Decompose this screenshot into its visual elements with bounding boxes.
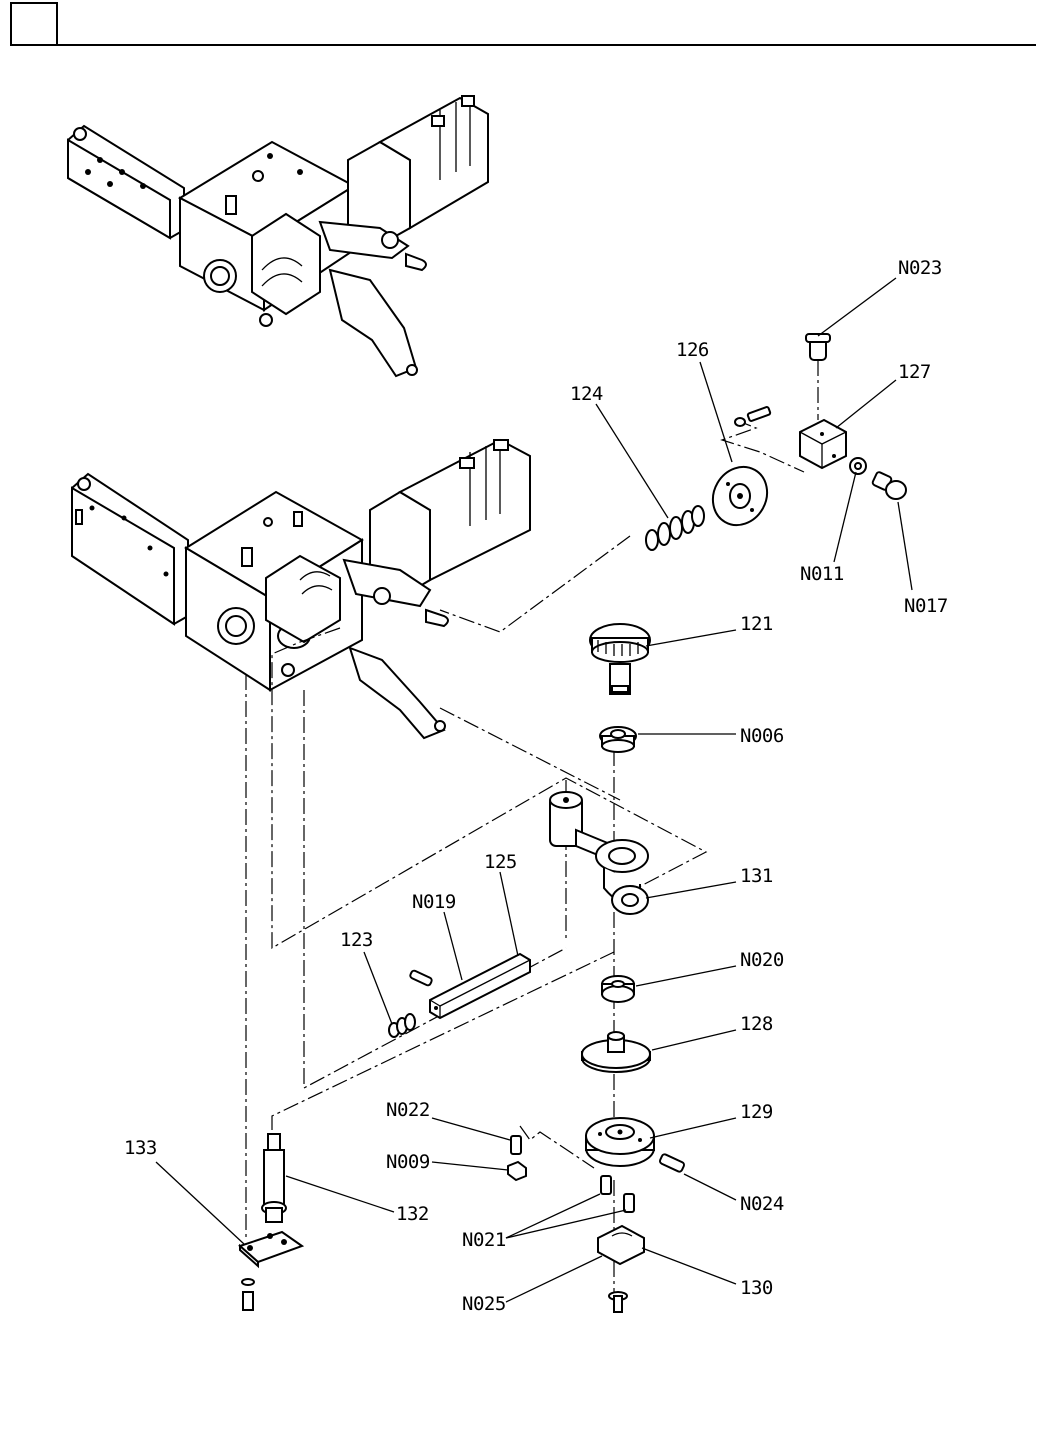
callout-123: 123 <box>340 929 373 951</box>
part-n019-pin <box>409 970 432 987</box>
callout-n021: N021 <box>462 1229 506 1251</box>
part-n017-knob <box>872 471 906 499</box>
callout-labels: N023 126 127 124 N011 N017 121 N006 125 … <box>124 257 948 1315</box>
part-131-arm <box>550 792 648 914</box>
part-123-spring <box>389 1014 415 1037</box>
part-128-disc <box>582 1032 650 1072</box>
callout-n025: N025 <box>462 1293 506 1315</box>
part-125-plate <box>430 954 530 1018</box>
callout-121: 121 <box>740 613 773 635</box>
part-133-plate <box>240 1232 302 1310</box>
part-n011-nut <box>850 458 866 474</box>
callout-n023: N023 <box>898 257 942 279</box>
part-132-stud <box>262 1134 286 1222</box>
callout-n009: N009 <box>386 1151 430 1173</box>
callout-n019: N019 <box>412 891 456 913</box>
part-n020-spacer <box>602 976 634 1002</box>
callout-133: 133 <box>124 1137 157 1159</box>
callout-130: 130 <box>740 1277 773 1299</box>
callout-n006: N006 <box>740 725 784 747</box>
part-n023-bolt <box>806 334 830 360</box>
part-130-clamp <box>598 1226 644 1264</box>
part-n021-pins <box>601 1176 634 1212</box>
lower-assembly-illustration <box>72 440 530 738</box>
part-n024-screw <box>659 1153 685 1172</box>
part-129-hub <box>586 1118 654 1166</box>
callout-n020: N020 <box>740 949 784 971</box>
part-n006-bushing <box>600 727 636 752</box>
part-n009-nut <box>508 1162 526 1180</box>
part-124-spring <box>646 506 704 550</box>
callout-125: 125 <box>484 851 517 873</box>
part-n025-screw <box>609 1292 627 1312</box>
callout-131: 131 <box>740 865 773 887</box>
part-n022-screw <box>511 1136 521 1154</box>
callout-n011: N011 <box>800 563 844 585</box>
callout-129: 129 <box>740 1101 773 1123</box>
callout-n024: N024 <box>740 1193 784 1215</box>
upper-assembly-illustration <box>68 96 488 376</box>
callout-127: 127 <box>898 361 931 383</box>
callout-124: 124 <box>570 383 603 405</box>
callout-n017: N017 <box>904 595 948 617</box>
part-127-block <box>800 420 846 468</box>
part-126-flange <box>702 457 777 535</box>
part-121-knob <box>590 624 650 694</box>
callout-132: 132 <box>396 1203 429 1225</box>
callout-n022: N022 <box>386 1099 430 1121</box>
callout-126: 126 <box>676 339 709 361</box>
part-small-screw <box>735 406 771 426</box>
callout-128: 128 <box>740 1013 773 1035</box>
